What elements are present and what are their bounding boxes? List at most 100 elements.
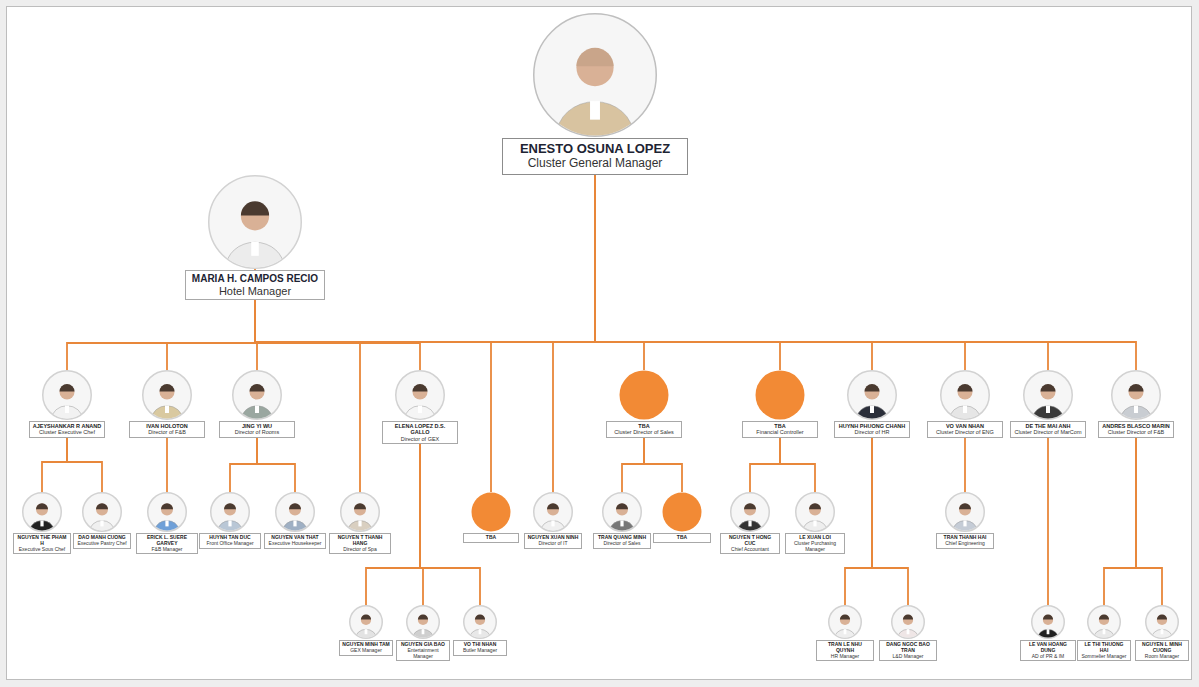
portrait-head (36, 504, 48, 516)
job-title: Cluster Executive Chef (32, 429, 102, 435)
photo-ring (233, 371, 282, 420)
name-box: LE VAN HOANG DUNGAD of PR & IM (1020, 640, 1076, 661)
portrait-hair (224, 503, 236, 509)
portrait-collar (251, 242, 259, 256)
portrait-body (52, 406, 83, 420)
portrait-photo (136, 492, 198, 532)
name-box: AJEYSHANKAR R ANANDCluster Executive Che… (29, 421, 105, 438)
portrait-photo (834, 370, 910, 420)
photo-ring (946, 493, 985, 532)
portrait-hair (96, 503, 108, 509)
portrait-photo (396, 605, 450, 639)
portrait-hair (959, 503, 971, 509)
portrait-hair (361, 615, 371, 620)
portrait-collar (551, 520, 554, 526)
portrait-photo (339, 605, 393, 639)
portrait-hair (475, 615, 485, 620)
person-name: VO VAN NHAN (930, 423, 1000, 429)
name-box: HUYNH TAN DUCFront Office Manager (199, 533, 261, 549)
portrait-hair (616, 503, 628, 509)
reporting-line (167, 300, 255, 370)
job-title: AD of PR & IM (1023, 654, 1073, 660)
portrait-photo (1135, 605, 1189, 639)
portrait-head (1041, 385, 1056, 400)
photo-ring (23, 493, 62, 532)
name-box: NGUYEN THE PHAM HExecutive Sous Chef (13, 533, 71, 554)
portrait-collar (40, 520, 43, 526)
org-node: IVAN HOLOTONDirector of F&B (129, 370, 205, 438)
job-title: Director of Sales (596, 541, 648, 547)
person-name: TBA (609, 423, 679, 429)
org-node: TBACluster Director of Sales (606, 370, 682, 438)
name-box: NGUYEN VAN THATExecutive Housekeeper (264, 533, 326, 549)
portrait-body (226, 242, 284, 269)
job-title: Director of GEX (385, 436, 455, 442)
portrait-hair (418, 615, 428, 620)
name-box: ENESTO OSUNA LOPEZCluster General Manage… (502, 138, 688, 175)
org-node: DANG NGOC BAO TRANL&D Manager (879, 605, 937, 661)
org-node: NGUYEN VAN THATExecutive Housekeeper (264, 492, 326, 549)
job-title: Chief Engineering (939, 541, 991, 547)
portrait-body (1037, 629, 1058, 639)
org-node: ERICK L. SUERE GARVEYF&B Manager (136, 492, 198, 554)
portrait-hair (547, 503, 559, 509)
person-name: IVAN HOLOTON (132, 423, 202, 429)
portrait-body (953, 521, 978, 532)
org-node: NGUYEN T HONG CUCChief Accountant (720, 492, 780, 554)
name-box: IVAN HOLOTONDirector of F&B (129, 421, 205, 438)
portrait-hair (60, 384, 75, 392)
portrait-collar (1161, 629, 1164, 634)
person-name: DE THE MAI ANH (1013, 423, 1083, 429)
portrait-body (469, 629, 490, 639)
org-node: NGUYEN L MINH CUONGRoom Manager (1135, 605, 1189, 661)
name-box: ERICK L. SUERE GARVEYF&B Manager (136, 533, 198, 554)
org-node: HUYNH TAN DUCFront Office Manager (199, 492, 261, 549)
portrait-hair (1157, 615, 1167, 620)
placeholder-circle (663, 493, 702, 532)
portrait-hair (809, 503, 821, 509)
person-name: MARIA H. CAMPOS RECIO (189, 273, 321, 285)
name-box: JING YI WUDirector of Rooms (219, 421, 295, 438)
placeholder-circle (620, 371, 669, 420)
portrait-hair (1099, 615, 1109, 620)
reporting-line (255, 300, 420, 370)
portrait-collar (1047, 629, 1050, 634)
name-box: DAO MANH CUONGExecutive Pastry Chef (73, 533, 131, 549)
portrait-collar (255, 406, 259, 414)
reporting-line (166, 438, 168, 492)
portrait-body (803, 521, 828, 532)
name-box: NGUYEN MINH TAMGEX Manager (339, 640, 393, 656)
portrait-hair (354, 503, 366, 509)
person-name: AJEYSHANKAR R ANAND (32, 423, 102, 429)
portrait-head (1043, 615, 1053, 625)
portrait-photo (1098, 370, 1174, 420)
portrait-body (152, 406, 183, 420)
org-node: LE THI THUONG HAISommelier Manager (1077, 605, 1131, 661)
portrait-head (475, 615, 485, 625)
name-box: NGUYEN T THANH HANGDirector of Spa (329, 533, 391, 554)
photo-ring (396, 371, 445, 420)
portrait-body (242, 406, 273, 420)
reporting-line (622, 438, 644, 492)
portrait-head (1129, 385, 1144, 400)
job-title: Executive Housekeeper (267, 541, 323, 547)
portrait-body (1151, 629, 1172, 639)
reporting-line (964, 438, 966, 492)
portrait-photo (73, 492, 131, 532)
portrait-photo (453, 605, 507, 639)
job-title: Executive Sous Chef (16, 547, 68, 553)
portrait-hair (36, 503, 48, 509)
person-name: ENESTO OSUNA LOPEZ (507, 142, 683, 157)
portrait-collar (620, 520, 623, 526)
org-node: NGUYEN MINH TAMGEX Manager (339, 605, 393, 656)
portrait-collar (1103, 629, 1106, 634)
job-title: HR Manager (819, 654, 871, 660)
name-box: LE XUAN LOICluster Purchasing Manager (785, 533, 845, 554)
name-box: ELENA LOPEZ D.S. GALLODirector of GEX (382, 421, 458, 444)
reporting-line (845, 438, 872, 605)
reporting-line (67, 438, 102, 492)
reporting-line (872, 438, 908, 605)
photo-ring (407, 606, 440, 639)
org-node: AJEYSHANKAR R ANANDCluster Executive Che… (29, 370, 105, 438)
person-name: TBA (656, 535, 708, 541)
